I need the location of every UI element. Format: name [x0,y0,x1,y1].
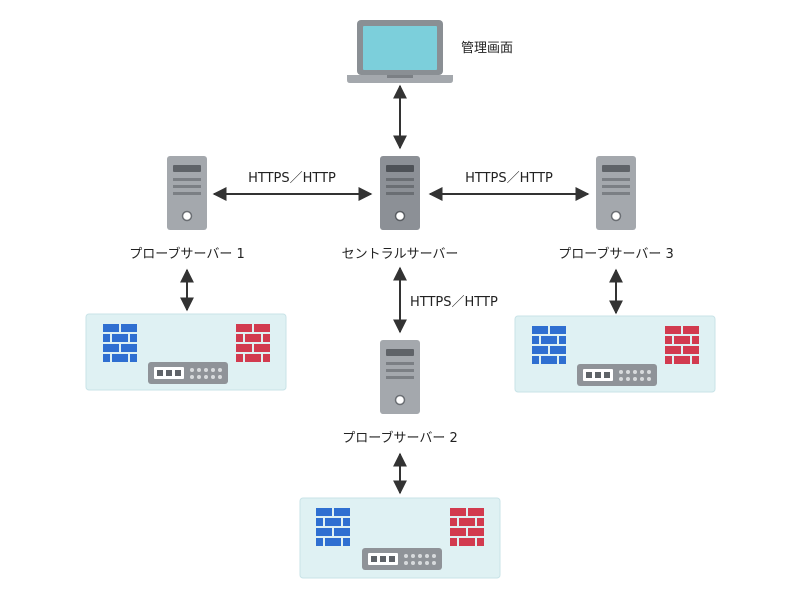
connection-label-down: HTTPS／HTTP [410,295,498,310]
laptop-icon [347,20,453,83]
network-switch-icon [148,362,228,384]
network-switch-icon [362,548,442,570]
probe-server-3-icon [595,155,637,231]
probe-server-1-icon [166,155,208,231]
probe-server-2-icon [379,339,421,415]
probe-server-2-label: プローブサーバー 2 [342,430,458,446]
probe-server-1-label: プローブサーバー 1 [129,246,245,262]
central-server-label: セントラルサーバー [342,247,459,262]
network-switch-icon [577,364,657,386]
network-panel-1 [85,313,287,391]
network-panel-2 [299,497,501,579]
probe-server-3-label: プローブサーバー 3 [558,246,674,262]
connection-label-right: HTTPS／HTTP [465,171,553,186]
network-panel-3 [514,315,716,393]
connection-label-left: HTTPS／HTTP [248,171,336,186]
management-screen-label: 管理画面 [461,41,513,56]
central-server-icon [380,156,420,230]
